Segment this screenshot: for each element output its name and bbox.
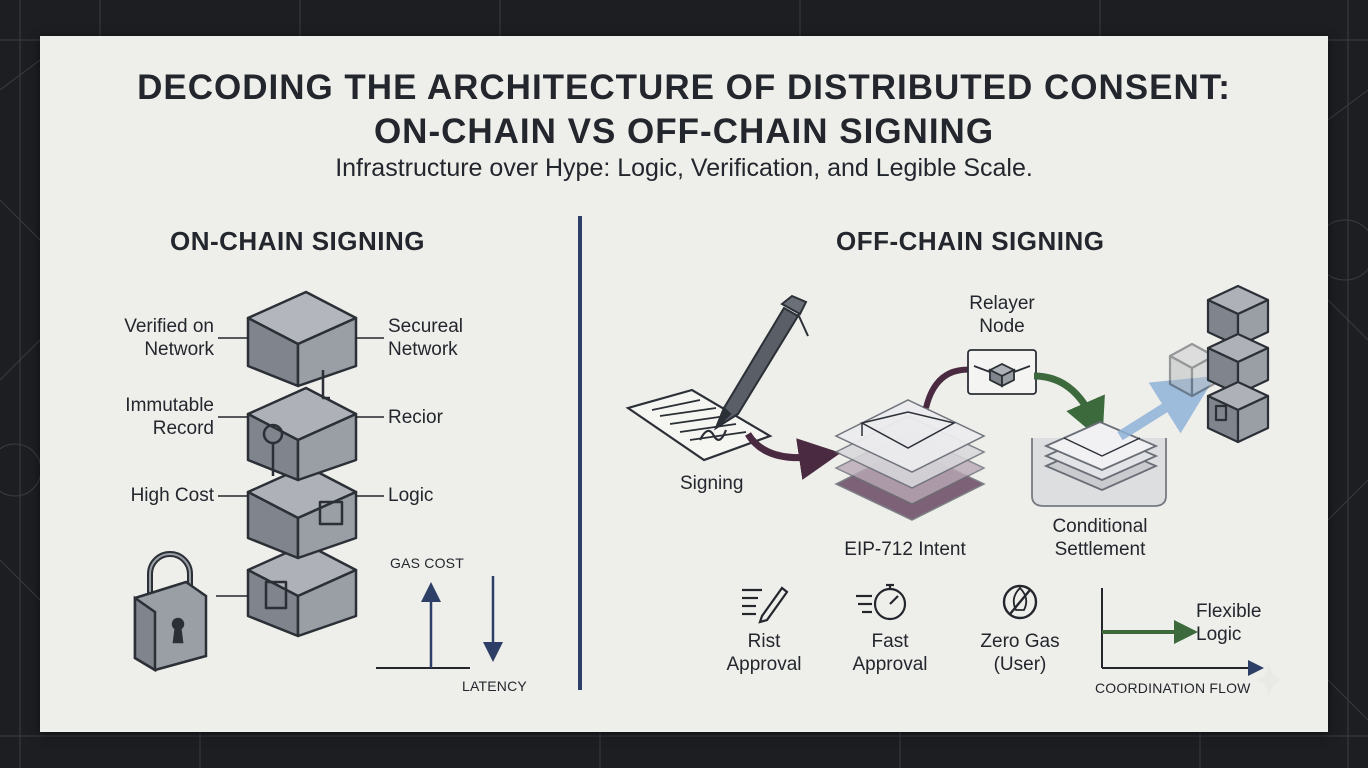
no-gas-icon xyxy=(1002,584,1038,620)
block-stack xyxy=(246,290,358,638)
infographic-card: DECODING THE ARCHITECTURE OF DISTRIBUTED… xyxy=(40,36,1328,732)
title-line-2: ON-CHAIN VS OFF-CHAIN SIGNING xyxy=(373,112,995,151)
architecture-diagram xyxy=(133,216,1270,690)
block-3d-3 xyxy=(246,464,358,560)
flexible-logic-label: Flexible Logic xyxy=(1196,601,1262,645)
page-title: DECODING THE ARCHITECTURE OF DISTRIBUTED… xyxy=(40,66,1328,154)
feature-zero-gas-label: Zero Gas (User) xyxy=(980,631,1060,675)
on-chain-heading: ON-CHAIN SIGNING xyxy=(170,226,425,256)
conditional-settlement-label: Conditional Settlement xyxy=(1052,516,1148,560)
intent-to-relayer-arc xyxy=(923,366,975,409)
feature-fast-approval-label: Fast Approval xyxy=(852,631,928,675)
off-chain-heading: OFF-CHAIN SIGNING xyxy=(836,226,1105,256)
signed-document-icon xyxy=(625,388,773,462)
pen-icon xyxy=(713,294,809,431)
label-immutable-record: Immutable Record xyxy=(125,395,214,439)
signing-to-intent-arrow xyxy=(745,432,841,480)
settlement-tray-icon xyxy=(1031,421,1167,507)
padlock-icon xyxy=(133,551,208,673)
latency-label: LATENCY xyxy=(462,678,527,694)
label-recior: Recior xyxy=(388,407,443,428)
block-3d-1 xyxy=(246,290,358,400)
coordination-flow-label: COORDINATION FLOW xyxy=(1095,680,1251,696)
on-chain-leader-lines xyxy=(216,337,384,597)
label-verified-on-network: Verified on Network xyxy=(124,316,214,360)
intent-envelope-stack xyxy=(834,399,986,521)
signing-label: Signing xyxy=(680,473,744,494)
list-pen-icon xyxy=(742,586,789,624)
settlement-to-chain-arrow xyxy=(1117,376,1216,441)
eip712-intent-label: EIP-712 Intent xyxy=(844,539,966,560)
gas-cost-label: GAS COST xyxy=(390,555,464,571)
relayer-to-settlement-arrow xyxy=(1033,372,1105,442)
stopwatch-icon xyxy=(856,583,907,621)
page-subtitle: Infrastructure over Hype: Logic, Verific… xyxy=(335,154,1033,182)
relayer-node-label: Relayer Node xyxy=(969,293,1035,337)
label-high-cost: High Cost xyxy=(130,485,214,506)
gas-latency-chart xyxy=(376,576,503,669)
block-3d-2 xyxy=(246,386,358,482)
chain-blocks-right xyxy=(1168,284,1270,444)
relayer-node-icon xyxy=(967,349,1037,395)
title-line-1: DECODING THE ARCHITECTURE OF DISTRIBUTED… xyxy=(137,68,1231,107)
coordination-flow-chart xyxy=(1101,588,1264,676)
feature-rist-approval-label: Rist Approval xyxy=(726,631,802,675)
label-secureal-network: Secureal Network xyxy=(388,316,463,360)
sparkle-icon xyxy=(1256,662,1282,698)
label-logic: Logic xyxy=(388,485,434,506)
